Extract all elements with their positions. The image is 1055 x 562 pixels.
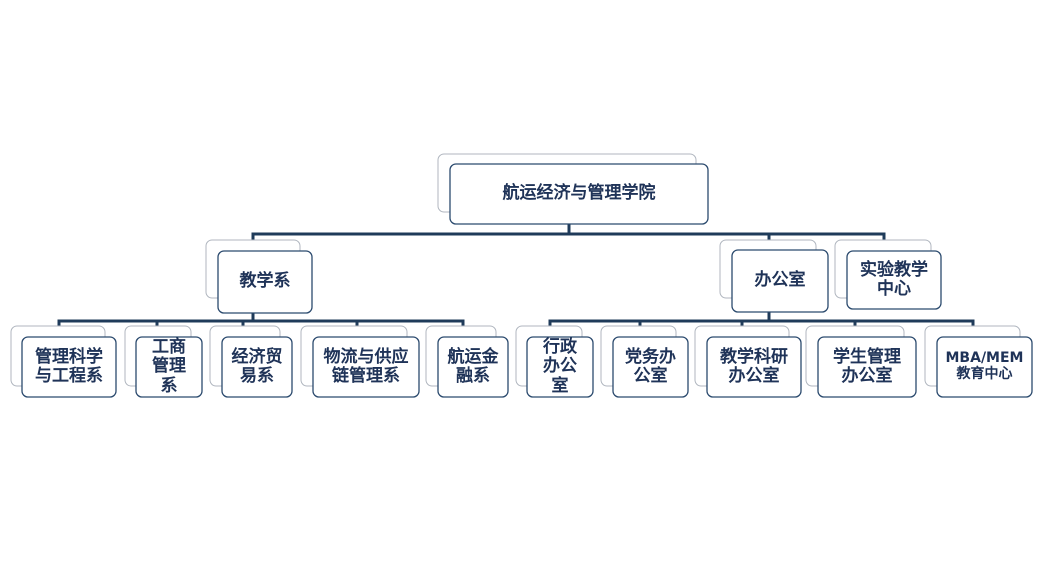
node-teaching-child-5-box	[437, 336, 509, 398]
node-teaching-label: 教学系	[239, 271, 291, 292]
node-teaching-child-5-label: 航运金融系	[447, 346, 499, 386]
node-teaching-child-4-box	[312, 336, 420, 398]
node-teaching-box	[217, 250, 313, 314]
connectors	[57, 221, 975, 332]
node-root-label: 航运经济与管理学院	[502, 183, 656, 204]
node-office-child-5-label: MBA/MEM教育中心	[945, 350, 1024, 382]
node-root-box	[449, 163, 709, 225]
node-office-label: 办公室	[754, 270, 806, 291]
node-lab-box	[846, 250, 942, 310]
node-lab-label: 实验教学中心	[860, 259, 928, 299]
node-teaching-child-1-label: 管理科学与工程系	[35, 346, 103, 386]
node-teaching-child-4-label: 物流与供应链管理系	[323, 346, 409, 386]
node-teaching-child-1-box	[21, 336, 117, 398]
node-office-child-1-box	[526, 336, 594, 398]
node-office-child-5-box	[936, 336, 1033, 398]
node-office-child-1-label: 行政办公室	[543, 337, 577, 396]
node-teaching-child-3-box	[221, 336, 293, 398]
node-teaching-child-3-label: 经济贸易系	[231, 346, 283, 386]
node-office-box	[731, 249, 829, 313]
node-office-child-3-box	[706, 336, 802, 398]
node-office-child-4-box	[817, 336, 917, 398]
node-teaching-child-2-label: 工商管理系	[152, 337, 186, 396]
node-office-child-3-label: 教学科研办公室	[720, 346, 788, 386]
node-office-child-2-label: 党务办公室	[625, 346, 676, 386]
node-teaching-child-2-box	[135, 336, 203, 398]
node-office-child-4-label: 学生管理办公室	[833, 346, 901, 386]
node-office-child-2-box	[612, 336, 689, 398]
